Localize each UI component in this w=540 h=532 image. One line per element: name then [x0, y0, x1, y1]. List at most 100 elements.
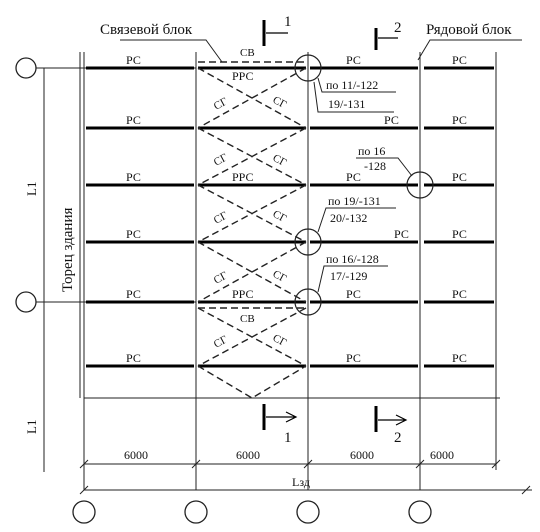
- grid-axis-lines: [83, 52, 497, 490]
- girder-label-r3-b3: РС: [346, 170, 361, 184]
- girder-label-r6-b4: РС: [452, 351, 467, 365]
- brace-label-p3-l: СГ: [212, 210, 230, 227]
- height-dim-lower: L1: [24, 420, 39, 434]
- callout-1-leader-b: [313, 81, 394, 113]
- dim-building-length: Lзд: [292, 475, 310, 489]
- brace-label-p5-l: СГ: [212, 334, 230, 351]
- girder-label-r6-b1: РС: [126, 351, 141, 365]
- girder-label-r4-b3: РС: [394, 227, 409, 241]
- girder-label-r5-b3: РС: [346, 287, 361, 301]
- section-2-top-label: 2: [394, 20, 402, 36]
- bracing-block-title: Связевой блок: [100, 22, 193, 38]
- dim-tick-total-start: [79, 485, 89, 495]
- girder-labels: РС РС РС РРС СВ РС РС РС РС РРС РС РС РС…: [126, 47, 467, 365]
- building-end-label: Торец здания: [60, 208, 76, 292]
- axis-bubble-left-top: [15, 57, 37, 79]
- detail-circle-4: [294, 288, 322, 316]
- bottom-axis-bubbles: [72, 500, 432, 524]
- axis-bubble-left-bottom: [15, 291, 37, 313]
- girder-label-r1-b3: РС: [346, 53, 361, 67]
- girder-label-r5-b4: РС: [452, 287, 467, 301]
- girder-label-r3-b4: РС: [452, 170, 467, 184]
- girder-rows: [86, 66, 494, 368]
- girder-label-r1-b4: РС: [452, 53, 467, 67]
- girder-label-r4-b4: РС: [452, 227, 467, 241]
- section-2-bottom-arrow: [378, 414, 408, 426]
- detail-circle-1: [294, 54, 322, 82]
- dimension-chain: [79, 459, 532, 495]
- brace-label-p2-r: СГ: [271, 152, 289, 169]
- girder-label-r2-b1: РС: [126, 113, 141, 127]
- detail-circle-3: [294, 228, 322, 256]
- axis-bubble-bottom-2: [184, 500, 208, 524]
- section-1-bottom-arrow: [266, 411, 298, 423]
- brace-label-p4-r: СГ: [271, 268, 289, 285]
- girder-label-r5-b2: РРС: [232, 287, 254, 301]
- brace-label-p1-l: СГ: [212, 96, 230, 113]
- callout-leaders: [313, 77, 413, 293]
- girder-label-r5-b1: РС: [126, 287, 141, 301]
- brace-label-p3-r: СГ: [271, 208, 289, 225]
- dim-span-1: 6000: [124, 448, 148, 462]
- brace-label-p1-r: СГ: [271, 94, 289, 111]
- detail-circle-2: [406, 171, 434, 199]
- girder-label-r3-b2: РРС: [232, 170, 254, 184]
- callout-1-bottom: 19/-131: [328, 97, 365, 111]
- axis-bubble-bottom-1: [72, 500, 96, 524]
- callout-4-top: по 16/-128: [326, 252, 379, 266]
- regular-block-title: Рядовой блок: [426, 22, 512, 38]
- callout-texts: по 11/-122 19/-131 по 16 -128 по 19/-131…: [326, 78, 386, 283]
- cross-brace-labels: СГ СГ СГ СГ СГ СГ СГ СГ СГ СГ: [212, 94, 289, 351]
- callout-3-bottom: 20/-132: [330, 211, 367, 225]
- girder-label-r3-b1: РС: [126, 170, 141, 184]
- girder-label-r6-b3: РС: [346, 351, 361, 365]
- section-2-bottom-label: 2: [394, 430, 402, 446]
- dim-tick-2: [191, 459, 201, 469]
- brace-x-panel-3: [197, 184, 307, 243]
- cross-bracing: [197, 61, 307, 399]
- section-markers: [262, 20, 408, 432]
- brace-label-p4-l: СГ: [212, 270, 230, 287]
- brace-v-panel-bottom: [197, 365, 307, 399]
- dim-tick-4: [415, 459, 425, 469]
- callout-2-top: по 16: [358, 144, 385, 158]
- dim-span-3: 6000: [350, 448, 374, 462]
- section-1-bottom-label: 1: [284, 430, 292, 446]
- brace-x-panel-5: [197, 307, 307, 367]
- brace-label-p5-r: СГ: [271, 332, 289, 349]
- dimension-texts: 6000 6000 6000 6000 Lзд: [124, 448, 454, 489]
- callout-3-top: по 19/-131: [328, 194, 381, 208]
- girder-label-r2-b4: РС: [452, 113, 467, 127]
- dim-tick-5: [491, 459, 501, 469]
- girder-label-r1-b1: РС: [126, 53, 141, 67]
- callout-4-bottom: 17/-129: [330, 269, 367, 283]
- vertical-brace-label-bottom: СВ: [240, 313, 255, 325]
- callout-4-leader: [317, 265, 388, 293]
- regular-block-leader: [417, 39, 522, 61]
- callout-2-leader: [356, 157, 413, 177]
- height-dim-upper: L1: [24, 182, 39, 196]
- girder-label-r4-b1: РС: [126, 227, 141, 241]
- bracing-block-leader: [120, 39, 223, 63]
- callout-3-leader: [317, 207, 396, 233]
- brace-x-panel-2: [197, 127, 307, 186]
- vertical-brace-label-top: СВ: [240, 47, 255, 59]
- callout-1-leader: [317, 77, 396, 93]
- section-1-top-label: 1: [284, 14, 292, 30]
- callout-1-top: по 11/-122: [326, 78, 378, 92]
- axis-bubble-bottom-4: [408, 500, 432, 524]
- brace-x-panel-1: [197, 67, 307, 129]
- girder-label-r1-b2: РРС: [232, 69, 254, 83]
- dim-tick-total-end: [521, 485, 531, 495]
- axis-bubble-bottom-3: [296, 500, 320, 524]
- dim-span-2: 6000: [236, 448, 260, 462]
- callout-2-bottom: -128: [364, 159, 386, 173]
- dim-tick-3: [303, 459, 313, 469]
- dim-tick-1: [79, 459, 89, 469]
- dim-span-4: 6000: [430, 448, 454, 462]
- girder-label-r2-b3: РС: [384, 113, 399, 127]
- brace-x-panel-4: [197, 241, 307, 303]
- brace-label-p2-l: СГ: [212, 152, 230, 169]
